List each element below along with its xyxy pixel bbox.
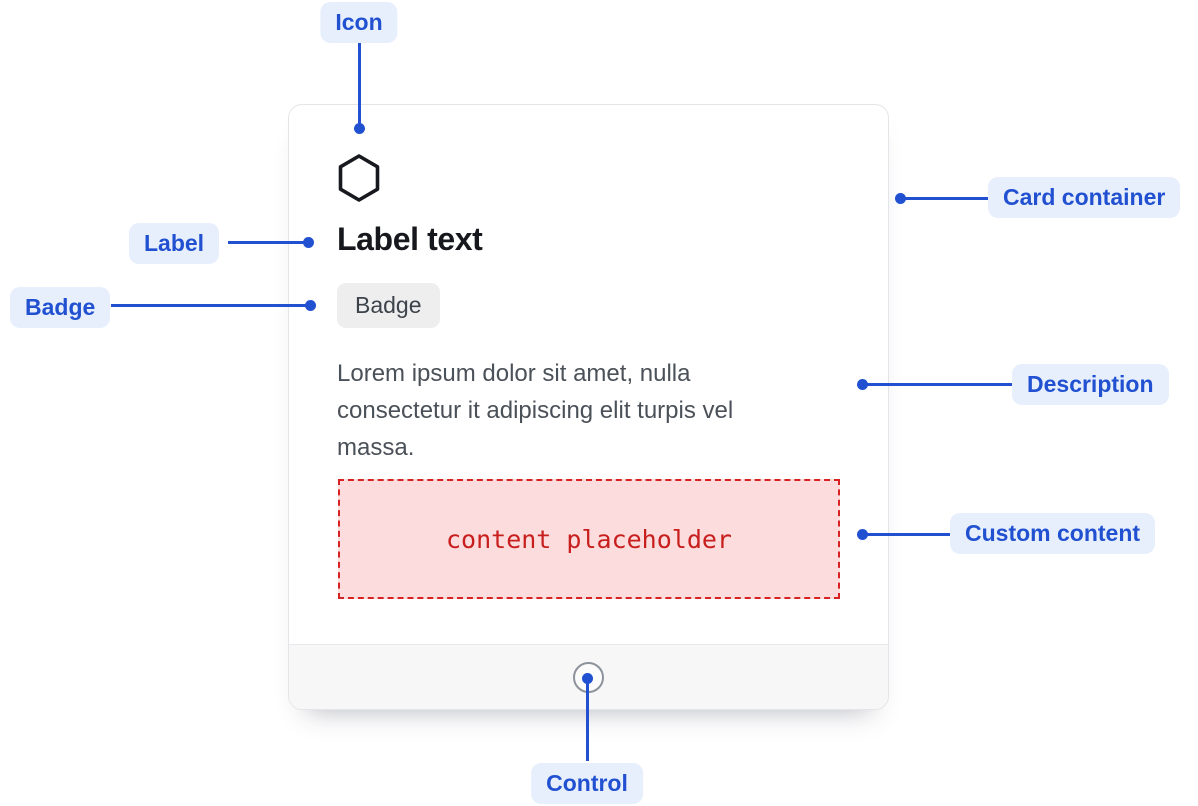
card-container: Label text Badge Lorem ipsum dolor sit a… (288, 104, 889, 710)
description-connector-dot (856, 378, 868, 390)
card-description: Lorem ipsum dolor sit amet, nulla consec… (337, 360, 734, 461)
custom-content-placeholder: content placeholder (338, 479, 840, 599)
control-button[interactable] (573, 661, 604, 693)
label-connector-dot (302, 236, 314, 248)
placeholder-text: content placeholder (446, 524, 732, 554)
badge-connector-dot (304, 299, 316, 311)
callout-description: Description (1012, 364, 1169, 405)
card-container-connector-line (899, 196, 989, 200)
callout-card-container: Card container (988, 177, 1181, 218)
card-label: Label text (337, 221, 483, 257)
hexagon-icon (338, 154, 380, 202)
callout-custom-content: Custom content (950, 513, 1156, 554)
icon-connector-line (357, 41, 361, 129)
icon-connector-dot (353, 122, 365, 134)
custom-content-connector-dot (856, 528, 868, 540)
badge-connector-line (111, 303, 311, 307)
callout-control: Control (531, 763, 643, 804)
card-container-connector-dot (894, 192, 906, 204)
control-connector-line (585, 678, 589, 761)
callout-icon: Icon (320, 2, 398, 43)
custom-content-connector-line (862, 532, 950, 536)
callout-badge: Badge (10, 287, 111, 328)
description-connector-line (862, 382, 1012, 386)
label-connector-line (228, 240, 309, 244)
callout-label: Label (129, 223, 220, 264)
badge: Badge (337, 283, 440, 328)
control-connector-dot (581, 672, 593, 684)
